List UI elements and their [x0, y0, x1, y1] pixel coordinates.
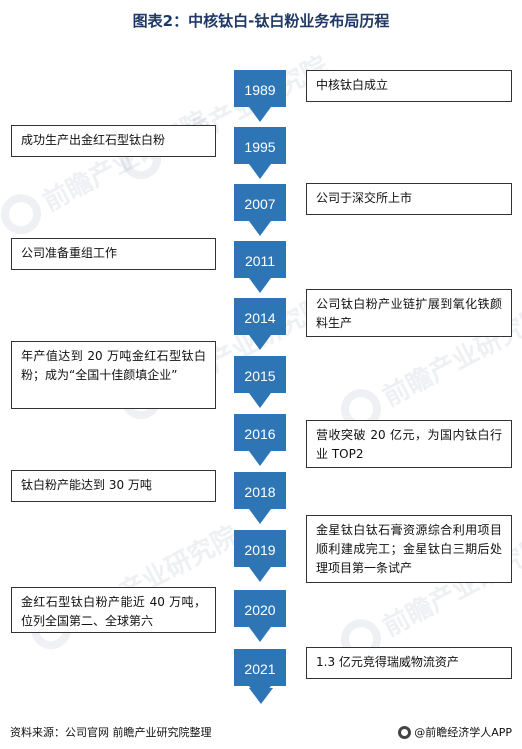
event-2021: 1.3 亿元竞得瑞威物流资产 [306, 647, 512, 679]
year-label: 2016 [244, 426, 276, 442]
down-arrow-icon [234, 590, 286, 642]
down-arrow-icon [234, 70, 286, 122]
year-marker-1989: 1989 [228, 70, 292, 128]
down-arrow-icon [234, 356, 286, 408]
event-1995: 成功生产出金红石型钛白粉 [11, 125, 216, 157]
event-2018: 钛白粉产能达到 30 万吨 [11, 470, 216, 502]
down-arrow-icon [234, 472, 286, 524]
footer-brand-text: @前瞻经济学人APP [414, 726, 512, 739]
year-marker-1995: 1995 [228, 127, 292, 185]
year-label: 2011 [244, 253, 276, 269]
year-marker-2015: 2015 [228, 356, 292, 414]
year-label: 2007 [244, 196, 276, 212]
down-arrow-icon [234, 530, 286, 582]
event-2019: 金星钛白钛石膏资源综合利用项目顺利建成完工；金星钛白三期后处理项目第一条试产 [306, 515, 512, 583]
footer-brand: @前瞻经济学人APP [398, 724, 512, 740]
year-label: 2018 [244, 484, 276, 500]
down-arrow-icon [234, 127, 286, 179]
page-title: 图表2：中核钛白-钛白粉业务布局历程 [132, 12, 390, 30]
event-2011: 公司准备重组工作 [11, 238, 216, 270]
down-arrow-icon [234, 649, 286, 701]
event-2020: 金红石型钛白粉产能近 40 万吨，位列全国第二、全球第六 [11, 587, 216, 633]
end-arrow-icon [249, 688, 273, 704]
year-marker-2014: 2014 [228, 298, 292, 356]
down-arrow-icon [234, 414, 286, 466]
year-label: 2014 [244, 310, 276, 326]
year-marker-2007: 2007 [228, 184, 292, 242]
watermark-logo: 前瞻产业研究院 [113, 44, 334, 187]
brand-logo-icon [398, 725, 412, 739]
year-label: 1995 [244, 139, 276, 155]
year-label: 2021 [244, 661, 276, 677]
down-arrow-icon [234, 298, 286, 350]
event-2016: 营收突破 20 亿元，为国内钛白行业 TOP2 [306, 420, 512, 468]
year-label: 2015 [244, 368, 276, 384]
footer-source: 资料来源：公司官网 前瞻产业研究院整理 [10, 726, 212, 739]
year-marker-2019: 2019 [228, 530, 292, 588]
year-label: 1989 [244, 82, 276, 98]
watermark-logo: 前瞻产业研究院 [0, 99, 214, 242]
watermark-logo: 前瞻产业研究院 [23, 514, 244, 657]
year-marker-2016: 2016 [228, 414, 292, 472]
year-marker-2011: 2011 [228, 241, 292, 299]
event-2015: 年产值达到 20 万吨金红石型钛白粉；成为“全国十佳颜填企业” [11, 341, 216, 409]
watermark-logo-icon [0, 187, 49, 242]
year-label: 2020 [244, 602, 276, 618]
year-label: 2019 [244, 542, 276, 558]
down-arrow-icon [234, 241, 286, 293]
year-marker-2020: 2020 [228, 590, 292, 648]
year-marker-2018: 2018 [228, 472, 292, 530]
down-arrow-icon [234, 184, 286, 236]
year-marker-2021: 2021 [228, 649, 292, 707]
event-1989: 中核钛白成立 [306, 70, 512, 102]
watermark-text: 前瞻产业研究院 [38, 105, 213, 218]
event-2007: 公司于深交所上市 [306, 183, 512, 215]
event-2014: 公司钛白粉产业链扩展到氧化铁颜料生产 [306, 289, 512, 337]
